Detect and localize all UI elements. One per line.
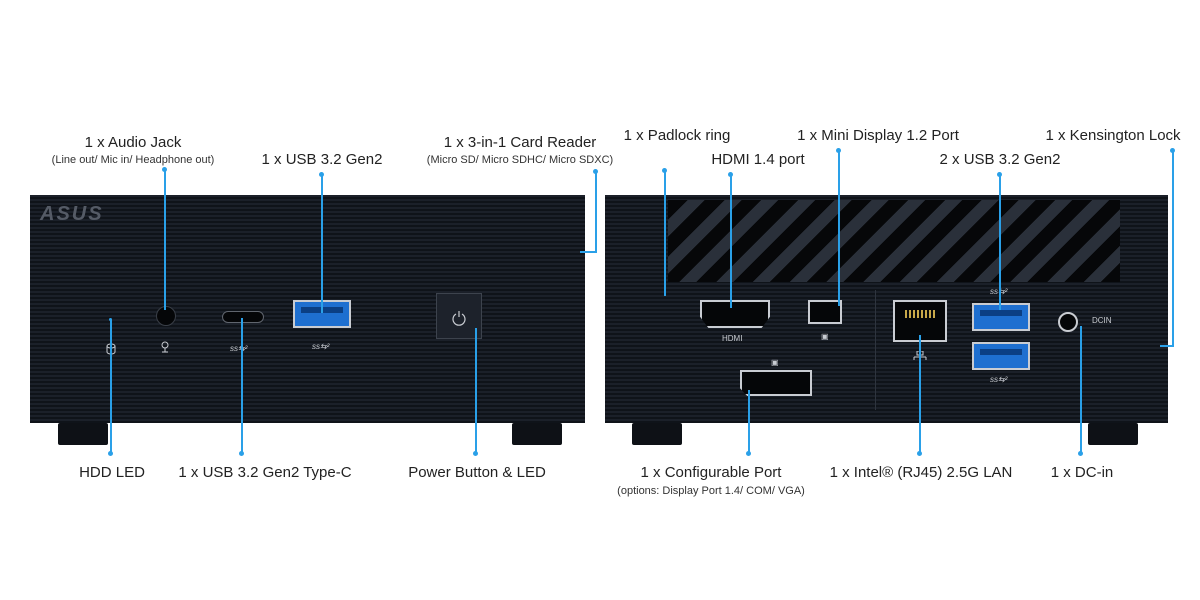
configurable-port-detail: (options: Display Port 1.4/ COM/ VGA) [617, 485, 805, 497]
usb-typec-dot [239, 451, 244, 456]
configurable-port-dot [746, 451, 751, 456]
power-line [475, 328, 477, 453]
hdmi-label: HDMI 1.4 port [711, 151, 805, 168]
usb-gen2-label: 1 x USB 3.2 Gen2 [261, 151, 383, 168]
lan-line [919, 335, 921, 453]
mini-dp-label: 1 x Mini Display 1.2 Port [797, 127, 959, 144]
hdmi-line [730, 175, 732, 308]
usb-rear-top-ss-mark: ss⇆² [990, 287, 1007, 296]
mini-dp-dot [836, 148, 841, 153]
hdd-led-label: HDD LED [79, 464, 145, 481]
usb-a-port-rear-bottom[interactable] [972, 342, 1030, 370]
audio-jack-detail: (Line out/ Mic in/ Headphone out) [51, 154, 215, 166]
padlock-label: 1 x Padlock ring [623, 127, 731, 144]
usb-rear-bottom-ss-mark: ss⇆² [990, 375, 1008, 384]
hdmi-dot [728, 172, 733, 177]
panel-divider [875, 290, 876, 410]
rear-foot-left [632, 423, 682, 445]
dc-in-label: 1 x DC-in [1050, 464, 1114, 481]
audio-jack-dot [162, 167, 167, 172]
padlock-dot [662, 168, 667, 173]
audio-jack-port[interactable] [156, 306, 176, 326]
hdd-led-line [110, 320, 112, 453]
usb-a-port-rear-top[interactable] [972, 303, 1030, 331]
mini-display-port[interactable] [808, 300, 842, 324]
configurable-port[interactable] [740, 370, 812, 396]
asus-logo: ASUS [40, 203, 104, 225]
power-icon [452, 311, 466, 326]
front-foot-right [512, 423, 562, 445]
usb-rear-label: 2 x USB 3.2 Gen2 [939, 151, 1061, 168]
card-reader-label: 1 x 3-in-1 Card Reader [443, 134, 597, 151]
card-reader-line-v [595, 172, 597, 252]
usb-gen2-dot [319, 172, 324, 177]
usb-typec-ss-mark: ss⇆² [230, 344, 248, 353]
dc-in-port-label: DCIN [1092, 316, 1112, 325]
power-label: Power Button & LED [408, 464, 546, 481]
audio-jack-label: 1 x Audio Jack [84, 134, 182, 151]
usb-rear-line [999, 175, 1001, 310]
configurable-port-line [748, 390, 750, 453]
usb-typec-port[interactable] [222, 311, 264, 323]
configurable-port-label: 1 x Configurable Port [640, 464, 782, 481]
dc-in-line [1080, 326, 1082, 453]
mini-dp-line [838, 151, 840, 306]
vent-grille [668, 200, 1120, 282]
kensington-line-h [1160, 345, 1174, 347]
usb-a-front-ss-mark: ss⇆² [312, 342, 330, 351]
kensington-dot [1170, 148, 1175, 153]
usb-rear-dot [997, 172, 1002, 177]
configurable-port-icon: ▣ [771, 358, 779, 367]
audio-jack-line [164, 170, 166, 310]
card-reader-detail: (Micro SD/ Micro SDHC/ Micro SDXC) [426, 154, 614, 166]
lan-dot [917, 451, 922, 456]
card-reader-dot [593, 169, 598, 174]
lan-label: 1 x Intel® (RJ45) 2.5G LAN [829, 464, 1013, 481]
hdmi-port-label: HDMI [722, 334, 743, 343]
power-button[interactable] [436, 293, 482, 339]
kensington-label: 1 x Kensington Lock [1045, 127, 1181, 144]
front-foot-left [58, 423, 108, 445]
padlock-line [664, 171, 666, 296]
hdmi-port[interactable] [700, 300, 770, 328]
usb-typec-label: 1 x USB 3.2 Gen2 Type-C [178, 464, 352, 481]
usb-typec-line [241, 318, 243, 453]
rear-foot-right [1088, 423, 1138, 445]
dc-in-dot [1078, 451, 1083, 456]
microphone-icon [159, 340, 171, 358]
mini-dp-icon: ▣ [821, 332, 829, 341]
dc-in-port[interactable] [1058, 312, 1078, 332]
usb-gen2-line [321, 175, 323, 313]
power-dot [473, 451, 478, 456]
card-reader-line-h [580, 251, 597, 253]
hdd-led-dot [108, 451, 113, 456]
kensington-line-v [1172, 151, 1174, 347]
hdd-led-indicator [109, 318, 112, 321]
